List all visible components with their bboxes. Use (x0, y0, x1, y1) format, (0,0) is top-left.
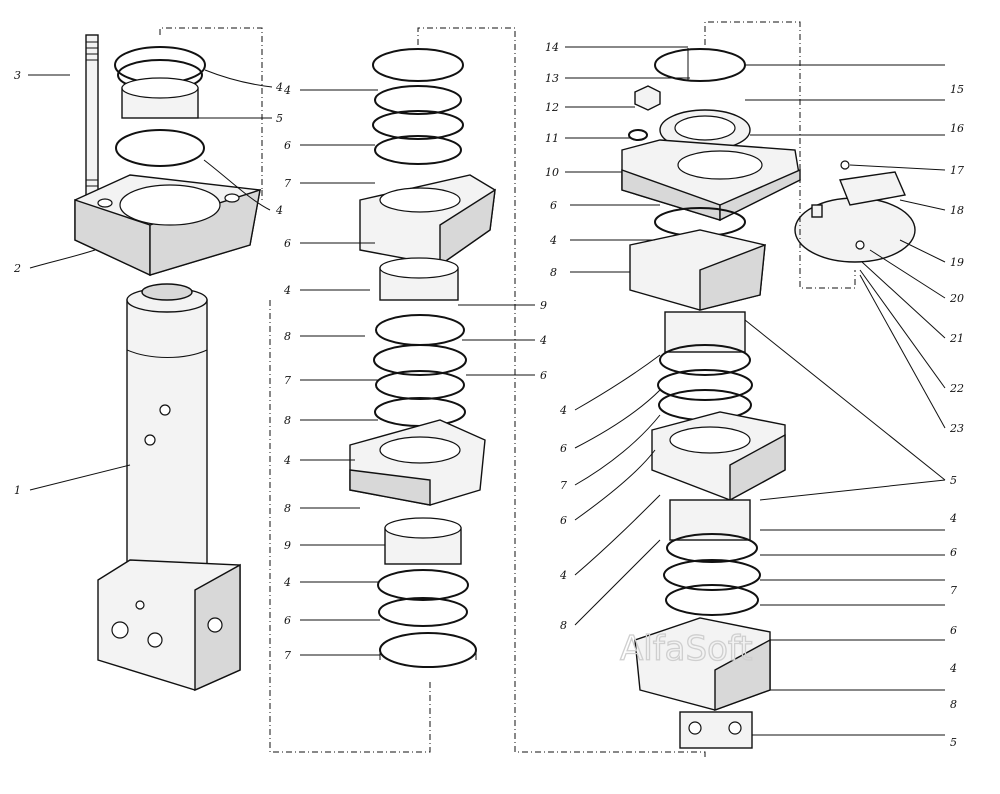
callout-14: 14 (545, 41, 559, 54)
callout-15: 15 (950, 83, 964, 96)
callout-4: 4 (549, 234, 557, 247)
callout-13: 13 (545, 72, 559, 85)
stud-bolt-3 (85, 34, 99, 196)
callout-3: 3 (14, 69, 21, 82)
callout-4: 4 (275, 204, 283, 217)
callout-8: 8 (284, 330, 291, 343)
callout-22: 22 (949, 382, 964, 395)
lower-ring-4 (115, 129, 205, 167)
callout-6: 6 (950, 624, 957, 637)
callout-6: 6 (560, 442, 567, 455)
callout-11: 11 (545, 132, 559, 145)
callout-4: 4 (539, 334, 547, 347)
callout-6: 6 (284, 237, 291, 250)
callout-21: 21 (949, 332, 964, 345)
assembly-guide-lines (159, 21, 856, 760)
callout-4: 4 (275, 81, 283, 94)
callout-8: 8 (284, 414, 291, 427)
callout-9: 9 (540, 299, 547, 312)
callout-4: 4 (949, 512, 957, 525)
callout-4: 4 (283, 84, 291, 97)
callout-4: 4 (559, 569, 567, 582)
callout-4: 4 (283, 284, 291, 297)
callout-labels: 3 2 1 4 5 4 4 6 7 6 4 8 7 8 4 8 9 4 6 7 … (13, 41, 964, 749)
callout-5: 5 (950, 736, 957, 749)
callout-8: 8 (560, 619, 567, 632)
callout-16: 16 (950, 122, 964, 135)
callout-6: 6 (284, 614, 291, 627)
callout-10: 10 (545, 166, 559, 179)
callout-1: 1 (14, 484, 21, 497)
callout-7: 7 (284, 374, 291, 387)
callout-19: 19 (950, 256, 964, 269)
top-flange-plate-2 (74, 174, 261, 277)
callout-12: 12 (545, 101, 559, 114)
callout-4: 4 (283, 454, 291, 467)
callout-8: 8 (550, 266, 557, 279)
callout-20: 20 (949, 292, 964, 305)
callout-23: 23 (949, 422, 964, 435)
callout-7: 7 (284, 649, 291, 662)
callout-5: 5 (950, 474, 957, 487)
cover-plate-20 (794, 160, 916, 263)
piston-body-1 (97, 283, 241, 692)
watermark: AlfaSoft (620, 629, 753, 669)
callout-6: 6 (560, 514, 567, 527)
callout-8: 8 (284, 502, 291, 515)
callout-7: 7 (560, 479, 567, 492)
callout-6: 6 (540, 369, 547, 382)
callout-2: 2 (13, 262, 21, 275)
callout-6: 6 (950, 546, 957, 559)
middle-stack (349, 48, 496, 668)
callout-7: 7 (284, 177, 291, 190)
callout-7: 7 (950, 584, 957, 597)
right-stack (621, 48, 801, 749)
bushing-5 (121, 77, 199, 119)
callout-4: 4 (949, 662, 957, 675)
callout-6: 6 (284, 139, 291, 152)
callout-8: 8 (950, 698, 957, 711)
callout-18: 18 (950, 204, 964, 217)
callout-4: 4 (283, 576, 291, 589)
callout-5: 5 (276, 112, 283, 125)
callout-4: 4 (559, 404, 567, 417)
callout-17: 17 (950, 164, 964, 177)
leader-lines (28, 46, 946, 736)
callout-9: 9 (284, 539, 291, 552)
callout-6: 6 (550, 199, 557, 212)
